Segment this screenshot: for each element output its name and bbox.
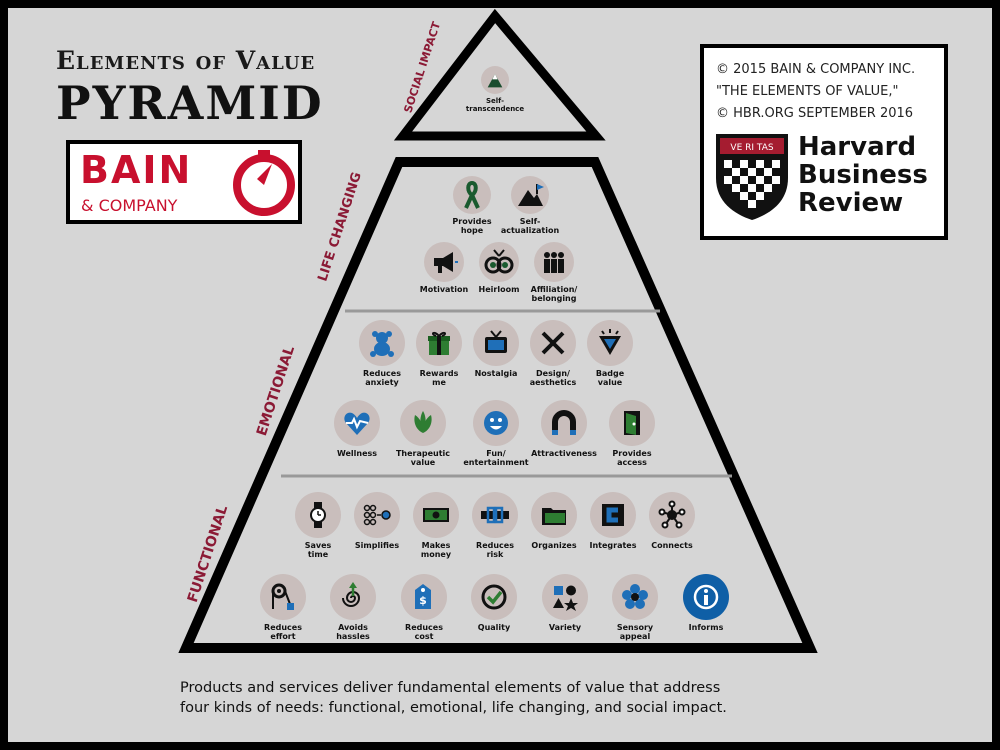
shapes-icon: [542, 574, 588, 620]
copyright-line: © 2015 BAIN & COMPANY INC.: [716, 62, 916, 77]
tv-icon: [473, 320, 519, 366]
element-makes-money: Makes money: [396, 492, 476, 559]
element-reduces-anxiety: Reduces anxiety: [342, 320, 422, 387]
network-icon: [649, 492, 695, 538]
article-line: "THE ELEMENTS OF VALUE,": [716, 84, 899, 99]
caption-line-2: four kinds of needs: functional, emotion…: [180, 700, 727, 716]
badge-icon: [587, 320, 633, 366]
element-badge-value: Badge value: [570, 320, 650, 387]
mountain-sun-icon: [481, 66, 509, 94]
element-avoids-hassles: Avoids hassles: [313, 574, 393, 641]
info-icon: [683, 574, 729, 620]
element-self-actualization: Self- actualization: [490, 176, 570, 235]
element-motivation: Motivation: [404, 242, 484, 294]
element-affiliation: Affiliation/ belonging: [514, 242, 594, 303]
element-design-aesthetics: Design/ aesthetics: [513, 320, 593, 387]
leaf-icon: [400, 400, 446, 446]
element-self-transcendence: Self- transcendence: [455, 66, 535, 113]
element-therapeutic-value: Therapeutic value: [383, 400, 463, 467]
heart-pulse-icon: [334, 400, 380, 446]
element-integrates: Integrates: [573, 492, 653, 550]
page-title: PYRAMID: [56, 76, 324, 130]
teddy-bear-icon: [359, 320, 405, 366]
bain-logo-box: BAIN & COMPANY: [66, 140, 302, 224]
belt-icon: [472, 492, 518, 538]
door-icon: [609, 400, 655, 446]
integrate-icon: [590, 492, 636, 538]
veritas-text: VE RI TAS: [730, 143, 773, 153]
element-informs: Informs: [666, 574, 746, 632]
flower-icon: [612, 574, 658, 620]
antique-tv-icon: [479, 242, 519, 282]
hbr-word-harvard: Harvard: [798, 132, 917, 162]
hbr-word-review: Review: [798, 188, 904, 218]
element-attractiveness: Attractiveness: [524, 400, 604, 458]
element-saves-time: Saves time: [278, 492, 358, 559]
gift-icon: [416, 320, 462, 366]
subtitle: Elements of Value: [56, 46, 316, 75]
element-sensory-appeal: Sensory appeal: [595, 574, 675, 641]
tier-label-social: SOCIAL IMPACT: [401, 20, 444, 115]
source-line: © HBR.ORG SEPTEMBER 2016: [716, 106, 914, 121]
price-tag-icon: $: [401, 574, 447, 620]
tier-label-functional: FUNCTIONAL: [184, 503, 232, 605]
watch-icon: [295, 492, 341, 538]
element-fun-entertainment: Fun/ entertainment: [456, 400, 536, 467]
element-reduces-effort: Reduces effort: [243, 574, 323, 641]
element-provides-hope: Provides hope: [432, 176, 512, 235]
element-simplifies: Simplifies: [337, 492, 417, 550]
caption: Products and services deliver fundamenta…: [180, 678, 840, 718]
element-reduces-cost: $ Reduces cost: [384, 574, 464, 641]
folder-icon: [531, 492, 577, 538]
money-icon: [413, 492, 459, 538]
element-heirloom: Heirloom: [459, 242, 539, 294]
caption-line-1: Products and services deliver fundamenta…: [180, 680, 721, 696]
element-provides-access: Provides access: [592, 400, 672, 467]
harvard-shield-icon: VE RI TAS: [716, 134, 788, 220]
magnet-icon: [541, 400, 587, 446]
element-quality: Quality: [454, 574, 534, 632]
smile-icon: [473, 400, 519, 446]
hbr-box: © 2015 BAIN & COMPANY INC. "THE ELEMENTS…: [700, 44, 948, 240]
hbr-word-business: Business: [798, 160, 928, 190]
element-connects: Connects: [632, 492, 712, 550]
tier-label-life: LIFE CHANGING: [315, 170, 365, 284]
tools-icon: [530, 320, 576, 366]
canvas: Elements of Value PYRAMID BAIN & COMPANY…: [8, 8, 992, 742]
element-organizes: Organizes: [514, 492, 594, 550]
bain-name: BAIN: [80, 148, 193, 192]
element-reduces-risk: Reduces risk: [455, 492, 535, 559]
group-icon: [534, 242, 574, 282]
pulley-icon: [260, 574, 306, 620]
element-variety: Variety: [525, 574, 605, 632]
ribbon-icon: [453, 176, 491, 214]
megaphone-icon: [424, 242, 464, 282]
bain-company: & COMPANY: [81, 196, 178, 215]
element-rewards-me: Rewards me: [399, 320, 479, 387]
svg-text:$: $: [419, 594, 427, 607]
element-wellness: Wellness: [317, 400, 397, 458]
tier-label-emotional: EMOTIONAL: [253, 344, 299, 438]
check-icon: [471, 574, 517, 620]
element-nostalgia: Nostalgia: [456, 320, 536, 378]
spiral-icon: [330, 574, 376, 620]
mountain-flag-icon: [511, 176, 549, 214]
dots-icon: [354, 492, 400, 538]
bain-compass-icon: [233, 150, 295, 216]
